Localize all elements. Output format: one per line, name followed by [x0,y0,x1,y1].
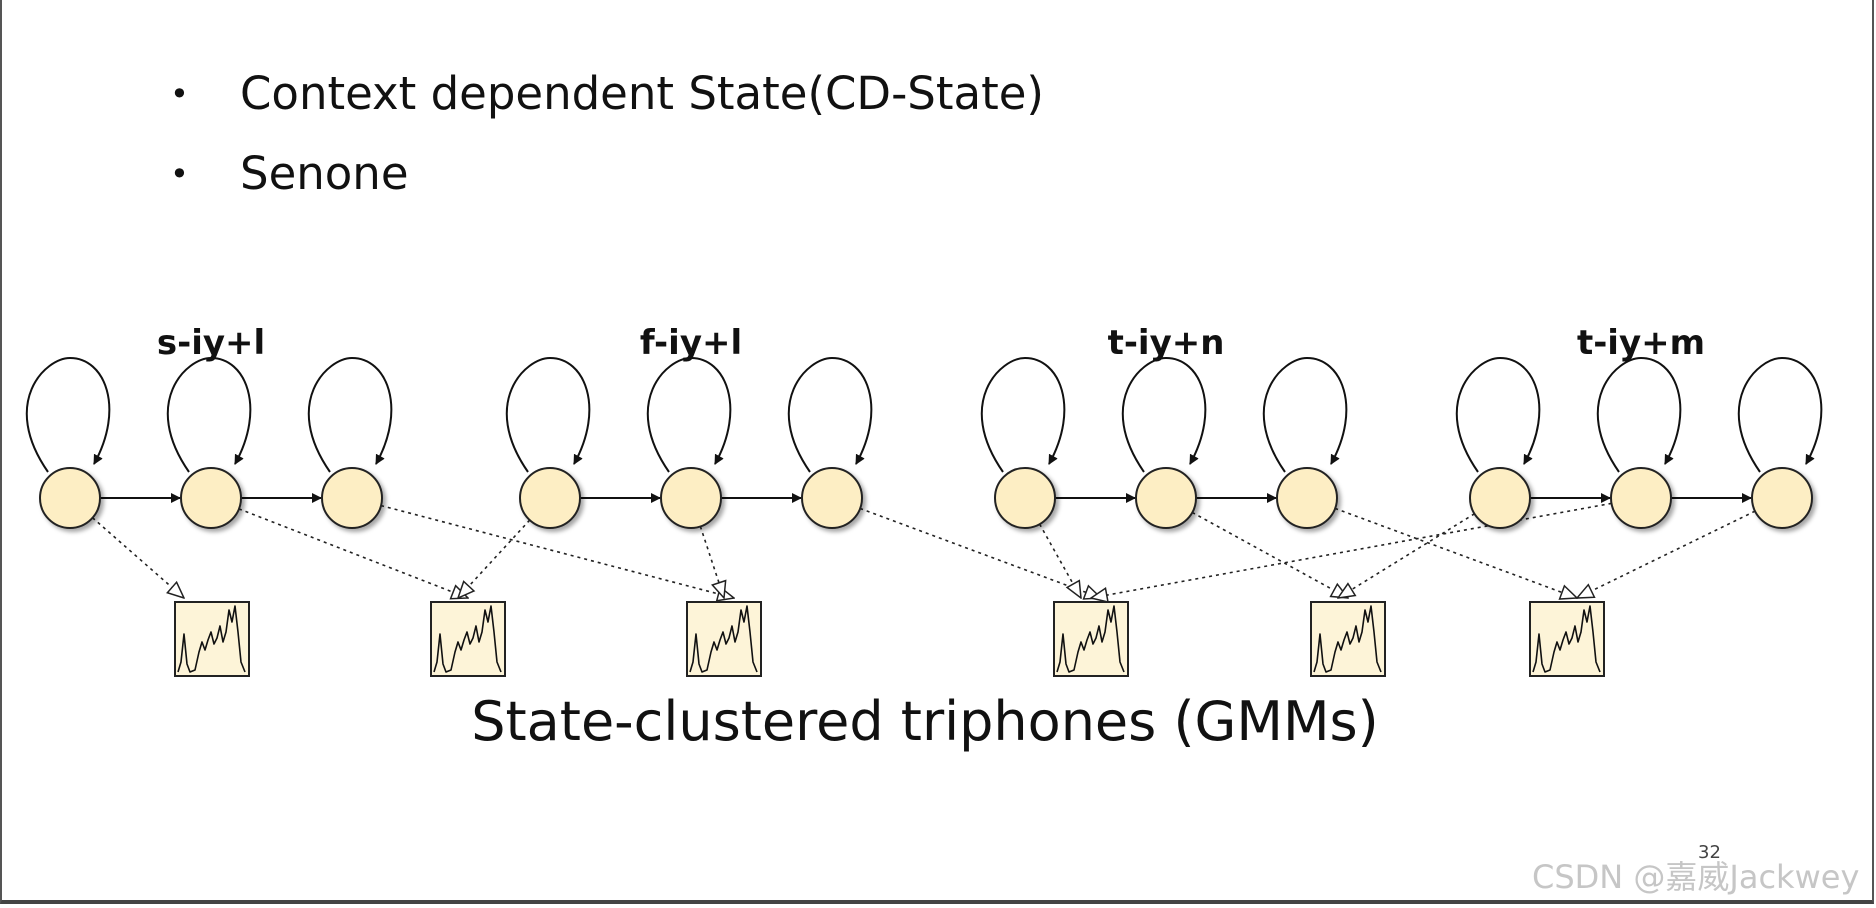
hmm-state [519,467,581,529]
triphone-label: t-iy+n [1108,323,1225,363]
self-loop-arrow [980,356,1066,473]
gmm-box [174,601,250,677]
hmm-state [321,467,383,529]
gmm-box [1310,601,1386,677]
hmm-state [994,467,1056,529]
bullet-item: • Senone [170,142,1044,222]
bullet-dot-icon: • [170,75,189,113]
gmm-density-curve [433,605,502,673]
self-loop-arrow [1121,356,1207,473]
hmm-state [660,467,722,529]
watermark: CSDN @嘉威Jackwey [1532,858,1860,896]
gmm-box [1529,601,1605,677]
hmm-state [1469,467,1531,529]
self-loop-arrow [787,356,873,473]
gmm-box [686,601,762,677]
self-loop-arrow [505,356,591,473]
hmm-state [1276,467,1338,529]
tied-state-arrow [1191,511,1348,598]
triphone-label: t-iy+m [1577,323,1705,363]
bullet-item: • Context dependent State(CD-State) [170,62,1044,142]
self-loop-arrow [1737,356,1823,473]
tied-state-arrow [699,526,724,598]
tied-state-arrow [1334,507,1577,598]
gmm-box [430,601,506,677]
tied-state-arrow [380,504,734,598]
tied-state-arrow [1038,523,1081,598]
hmm-state [801,467,863,529]
tied-state-arrow [458,519,531,598]
triphone-diagram: s-iy+l f-iy+l t-iy+n t-iy+m State-clustered… [25,323,1823,753]
bullet-text: Context dependent State(CD-State) [240,67,1044,120]
diagram-caption: State-clustered triphones (GMMs) [471,690,1379,753]
gmm-density-curve [177,605,246,673]
tied-state-arrow [1577,510,1756,598]
self-loop-arrow [166,356,252,473]
bullet-text: Senone [240,147,409,200]
gmm-density-curve [1532,605,1601,673]
gmm-density-curve [689,605,758,673]
triphone-label: s-iy+l [157,323,265,363]
self-loop-arrow [1262,356,1348,473]
tied-state-arrow [92,517,184,598]
hmm-state [1135,467,1197,529]
hmm-state [1751,467,1813,529]
gmm-density-curve [1056,605,1125,673]
self-loop-arrow [1596,356,1682,473]
hmm-state [180,467,242,529]
tied-state-arrow [859,507,1101,598]
self-loop-arrow [1455,356,1541,473]
hmm-state [1610,467,1672,529]
self-loop-arrow [25,356,111,473]
tied-state-arrow [238,508,468,598]
self-loop-arrow [307,356,393,473]
bullet-list: • Context dependent State(CD-State) • Seno… [170,62,1044,222]
page-number: 32 [1698,842,1721,863]
hmm-state [39,467,101,529]
gmm-density-curve [1313,605,1382,673]
self-loop-arrow [646,356,732,473]
gmm-box [1053,601,1129,677]
triphone-label: f-iy+l [640,323,742,363]
bullet-dot-icon: • [170,155,189,193]
tied-state-arrow [1338,513,1475,598]
